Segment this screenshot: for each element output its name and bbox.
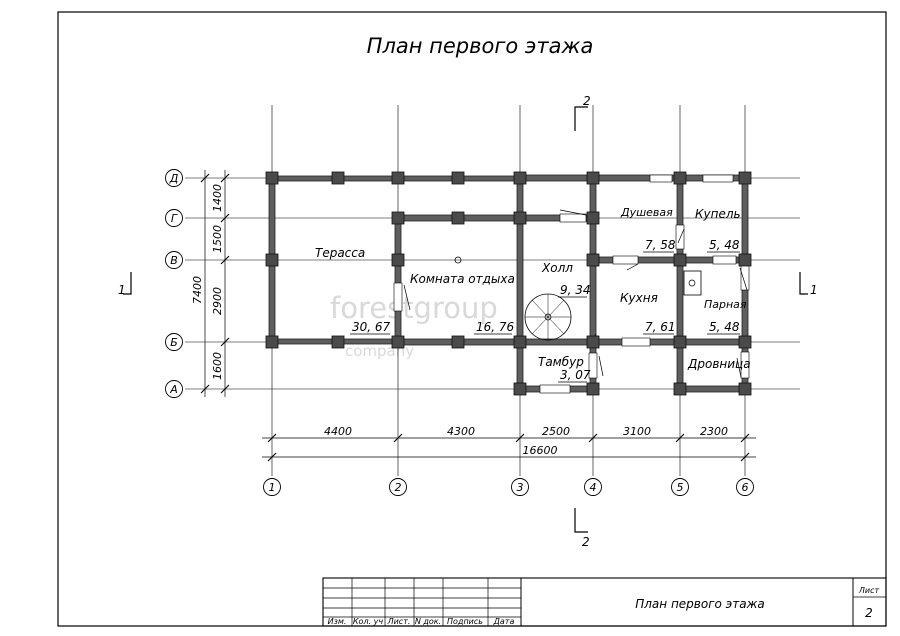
room-name-hall: Холл — [541, 261, 573, 275]
axis-markers-bottom: 1 2 3 4 5 6 — [263, 478, 754, 496]
room-area-steam-room: 5, 48 — [709, 320, 740, 334]
posts — [265, 171, 752, 396]
room-name-kitchen: Кухня — [620, 291, 658, 305]
room-name-plunge-pool: Купель — [695, 207, 741, 221]
dim-bottom-4-5: 3100 — [623, 425, 651, 438]
axis-marker-V: В — [170, 254, 178, 267]
tb-header-sign: Подпись — [447, 617, 483, 626]
room-area-kitchen: 7, 61 — [645, 320, 676, 334]
dim-bottom-2-3: 4300 — [447, 425, 475, 438]
openings — [393, 174, 750, 394]
room-name-shower: Душевая — [620, 206, 673, 219]
dimension-chain-bottom: 4400 4300 2500 3100 2300 16600 — [262, 425, 756, 462]
axis-marker-3: 3 — [517, 481, 524, 494]
title-block: Изм. Кол. уч Лист. N док. Подпись Дата П… — [322, 577, 887, 627]
drawing-title: План первого этажа — [367, 34, 594, 58]
tb-sheet-number: 2 — [865, 606, 873, 620]
dim-bottom-1-2: 4400 — [324, 425, 352, 438]
dim-left-1400: 1400 — [211, 184, 224, 212]
axis-markers-left: Д Г В Б А — [165, 169, 183, 398]
dim-bottom-5-6: 2300 — [700, 425, 728, 438]
axis-marker-1: 1 — [269, 481, 276, 494]
room-name-tambour: Тамбур — [538, 355, 584, 369]
dim-bottom-3-4: 2500 — [542, 425, 570, 438]
axis-marker-5: 5 — [677, 481, 684, 494]
room-name-terrace: Терасса — [315, 246, 365, 260]
section-marks: 2 2 1 1 — [118, 94, 818, 549]
axis-marker-4: 4 — [590, 481, 597, 494]
axis-marker-D: Д — [169, 172, 179, 185]
dim-bottom-total: 16600 — [523, 444, 558, 457]
dim-left-total: 7400 — [191, 276, 204, 304]
dim-left-2900: 2900 — [211, 287, 224, 315]
section-mark-bottom: 2 — [582, 535, 590, 549]
room-area-hall: 9, 34 — [560, 283, 591, 297]
room-area-shower: 7, 58 — [645, 238, 676, 252]
tb-header-izm: Изм. — [328, 617, 347, 626]
tb-header-doc: N док. — [415, 617, 441, 626]
room-labels: Терасса 30, 67 Комната отдыха 16, 76 Хол… — [315, 206, 751, 383]
section-mark-top: 2 — [583, 94, 591, 108]
watermark-brand: forestgroup — [330, 291, 498, 325]
axis-marker-B: Б — [170, 336, 178, 349]
room-area-rest-room: 16, 76 — [476, 320, 515, 334]
tb-sheet-label: Лист — [858, 586, 880, 595]
room-area-tambour: 3, 07 — [560, 368, 591, 382]
tb-sheet-title: План первого этажа — [635, 597, 765, 611]
room-name-rest-room: Комната отдыха — [410, 272, 515, 286]
room-name-steam-room: Парная — [704, 298, 747, 311]
room-area-terrace: 30, 67 — [352, 320, 391, 334]
ceiling-lamp — [454, 256, 462, 264]
dim-left-1600: 1600 — [211, 352, 224, 380]
section-mark-right: 1 — [810, 283, 818, 297]
sauna-stove — [683, 270, 702, 296]
axis-marker-G: Г — [171, 212, 178, 225]
axis-marker-A: А — [169, 383, 178, 396]
room-area-plunge-pool: 5, 48 — [709, 238, 740, 252]
room-name-woodshed: Дровница — [687, 357, 751, 371]
axis-marker-6: 6 — [742, 481, 749, 494]
spiral-staircase — [524, 293, 572, 341]
tb-header-date: Дата — [493, 617, 515, 626]
tb-header-kol: Кол. уч — [353, 617, 384, 626]
axis-marker-2: 2 — [395, 481, 402, 494]
dimension-chain-left: 1400 1500 2900 1600 7400 — [191, 170, 230, 397]
dim-left-1500: 1500 — [211, 225, 224, 253]
tb-header-list: Лист. — [387, 617, 411, 626]
section-mark-left: 1 — [118, 283, 126, 297]
